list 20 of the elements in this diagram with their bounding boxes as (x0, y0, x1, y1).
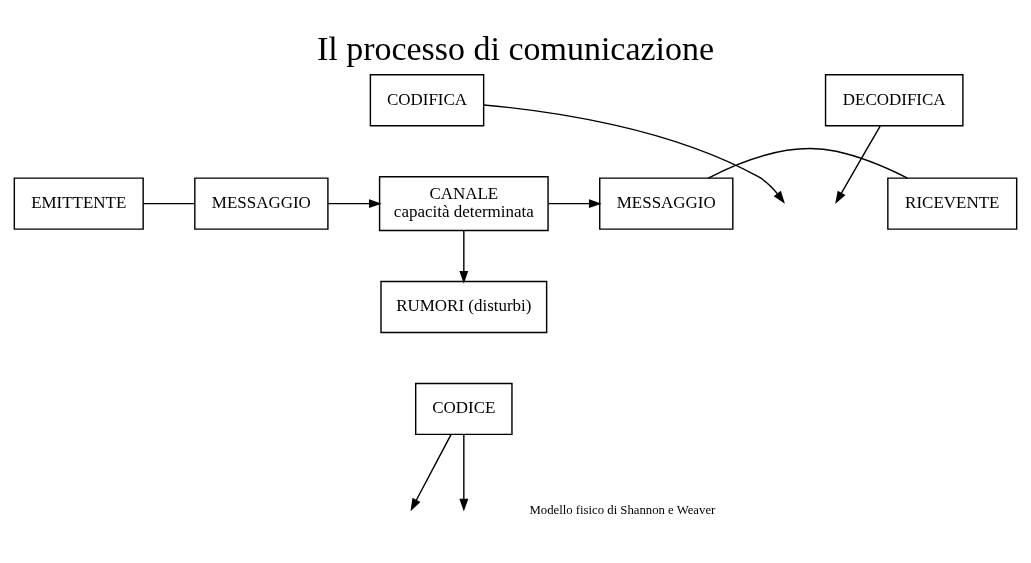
arrow (483, 104, 785, 204)
node-box: RUMORI (disturbi) (380, 280, 548, 334)
node-box: CANALE capacità determinata (378, 176, 549, 232)
arrow (459, 230, 469, 284)
connector (707, 148, 909, 179)
node-box: MESSAGGIO (194, 177, 329, 230)
node-box: EMITTENTE (13, 177, 144, 230)
caption: Modello fisico di Shannon e Weaver (529, 502, 716, 517)
node-box: CODICE (415, 382, 513, 436)
node-box: MESSAGGIO (599, 177, 734, 230)
node-box: DECODIFICA (824, 74, 964, 127)
node-box: CODIFICA (369, 74, 485, 127)
diagram-title: Il processo di comunicazione (316, 29, 715, 67)
arrow (327, 199, 382, 209)
arrow (547, 199, 602, 209)
connector (142, 202, 196, 205)
arrow (410, 434, 452, 512)
node-box: RICEVENTE (887, 177, 1018, 230)
arrow (459, 434, 469, 512)
arrow (835, 125, 881, 204)
